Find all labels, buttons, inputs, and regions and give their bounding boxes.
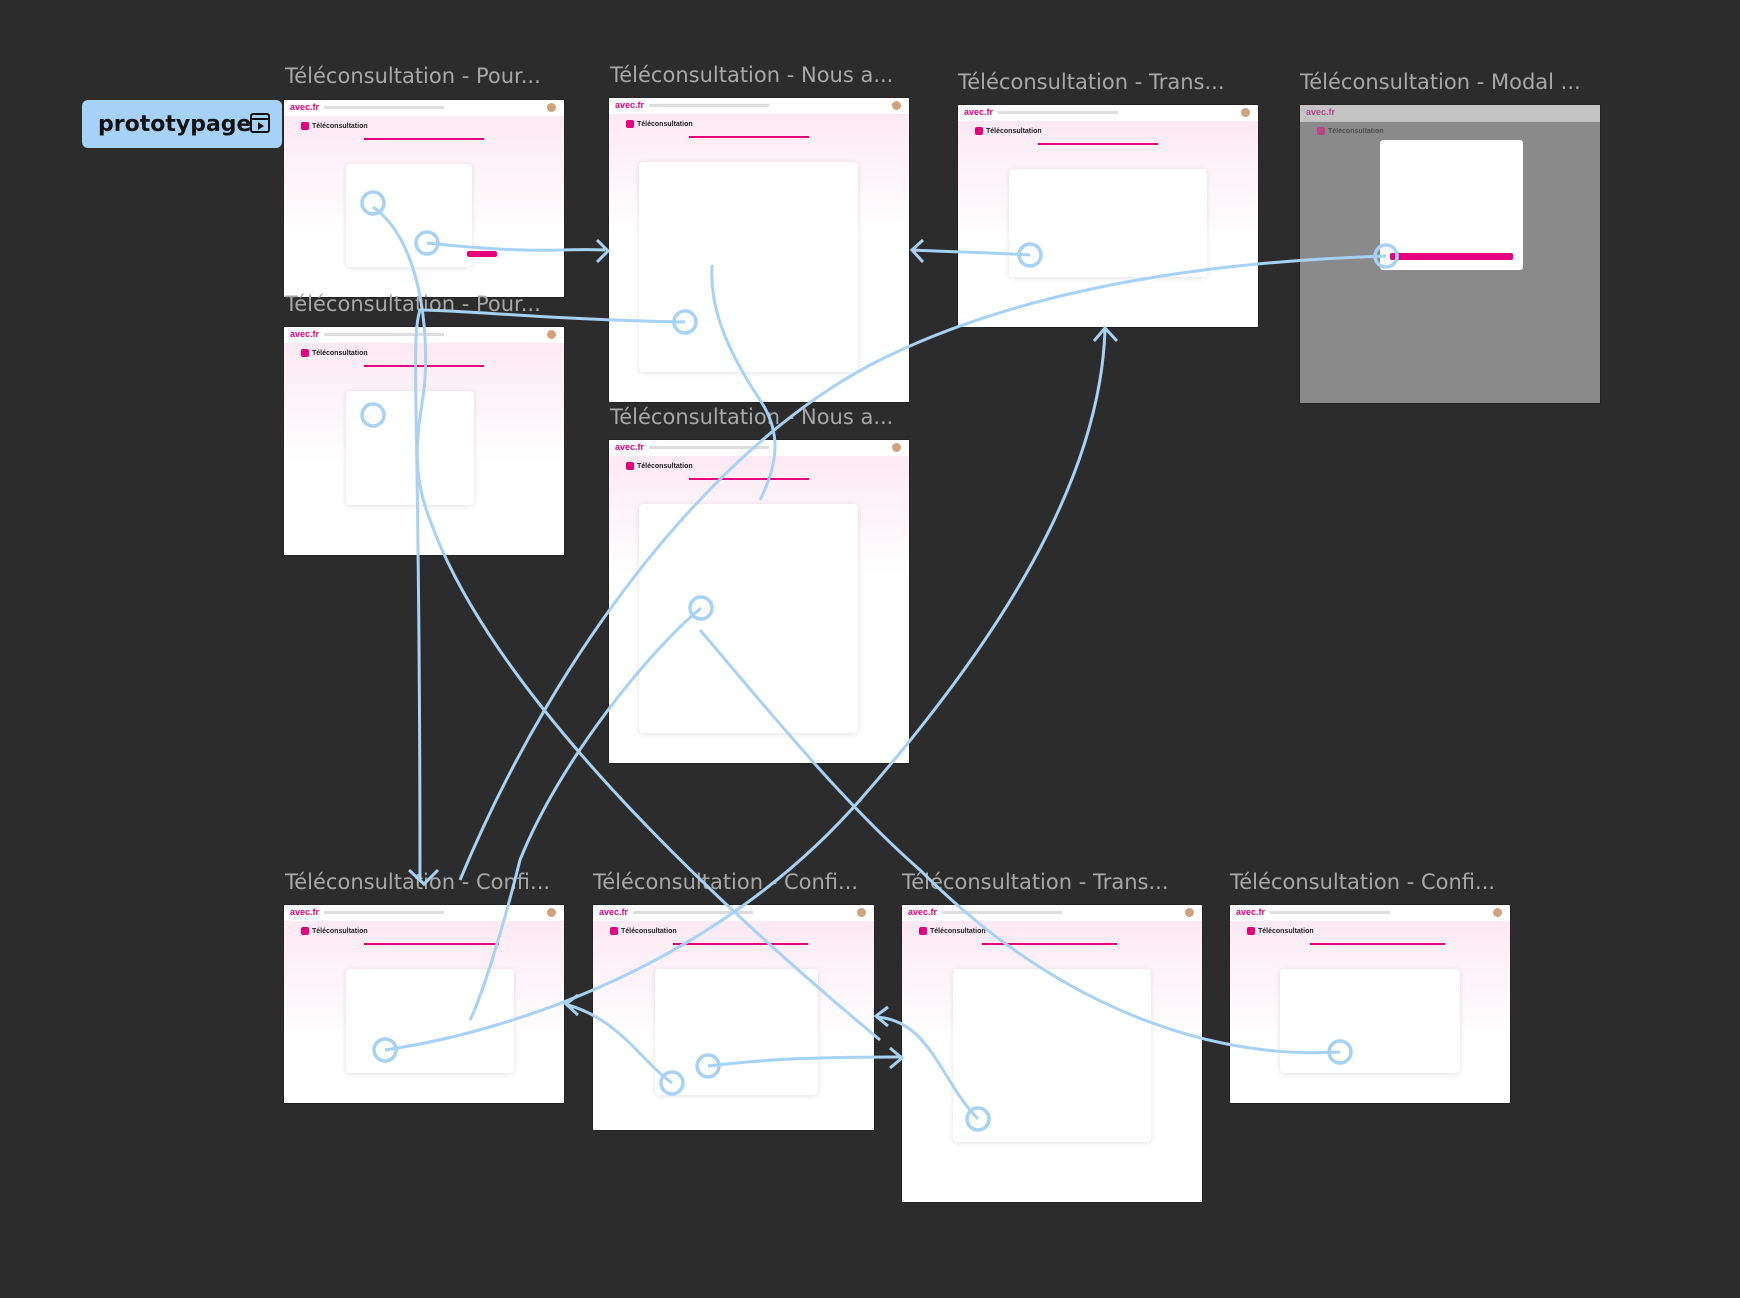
brand-logo: avec.fr (908, 907, 938, 917)
brand-logo: avec.fr (290, 907, 320, 917)
link-hotspot[interactable] (688, 595, 714, 621)
frame-couverture[interactable]: avec.fr Téléconsultation (902, 905, 1202, 1202)
screen-label: Téléconsultation (312, 123, 368, 130)
avatar (892, 443, 901, 452)
link-hotspot[interactable] (659, 1070, 685, 1096)
video-icon (1317, 127, 1325, 135)
screen-label: Téléconsultation (312, 928, 368, 935)
connection-arrow (567, 1003, 673, 1085)
brand-logo: avec.fr (1306, 107, 1336, 117)
video-icon (626, 462, 634, 470)
brand-logo: avec.fr (615, 100, 645, 110)
frame-title: Téléconsultation - Trans... (902, 870, 1169, 894)
avatar (857, 908, 866, 917)
arrow-head (909, 238, 925, 264)
link-hotspot[interactable] (360, 402, 386, 428)
brand-logo: avec.fr (1236, 907, 1266, 917)
screen-label: Téléconsultation (1328, 128, 1384, 135)
video-icon (919, 927, 927, 935)
video-icon (626, 120, 634, 128)
frame-confirmation[interactable]: avec.fr Téléconsultation (1230, 905, 1510, 1103)
connection-arrow (912, 248, 1031, 257)
avatar (547, 103, 556, 112)
connection-arrow (426, 241, 606, 252)
link-hotspot[interactable] (695, 1053, 721, 1079)
screen-label: Téléconsultation (637, 121, 693, 128)
flow-label: prototypage (98, 111, 252, 137)
link-hotspot[interactable] (1017, 242, 1043, 268)
arrow-head (563, 993, 580, 1017)
frame-title: Téléconsultation - Pour... (285, 292, 541, 316)
avatar (1185, 908, 1194, 917)
avatar (1493, 908, 1502, 917)
arrow-head (889, 1046, 905, 1070)
video-icon (301, 349, 309, 357)
video-icon (1247, 927, 1255, 935)
connection-arrow (710, 264, 777, 501)
brand-logo: avec.fr (290, 102, 320, 112)
frame-title: Téléconsultation - Pour... (285, 64, 541, 88)
link-hotspot[interactable] (965, 1106, 991, 1132)
video-icon (301, 122, 309, 130)
modal-confirm-button[interactable] (1390, 253, 1513, 260)
frame-confirmation-pending[interactable]: avec.fr Téléconsultation (284, 905, 564, 1103)
urgence-modal (1380, 140, 1523, 270)
arrow-head (407, 868, 440, 887)
connection-arrow (372, 205, 881, 1042)
frame-title: Téléconsultation - Nous a... (610, 63, 894, 87)
frame-title: Téléconsultation - Confi... (593, 870, 859, 894)
frame-title: Téléconsultation - Confi... (1230, 870, 1496, 894)
connection-arrow (414, 308, 686, 881)
avatar (1241, 108, 1250, 117)
brand-logo: avec.fr (290, 329, 320, 339)
frame-title: Téléconsultation - Modal ... (1300, 70, 1581, 94)
connection-arrow (468, 606, 702, 1021)
arrow-head (873, 1005, 889, 1028)
brand-logo: avec.fr (615, 442, 645, 452)
frame-pour-qui[interactable]: avec.fr Téléconsultation (284, 100, 564, 297)
arrow-head (595, 238, 611, 264)
screen-label: Téléconsultation (312, 350, 368, 357)
connection-arrow (384, 329, 1107, 1052)
frame-informations-2[interactable]: avec.fr Téléconsultation (609, 440, 909, 763)
connection-arrow (698, 629, 1341, 1055)
screen-label: Téléconsultation (986, 128, 1042, 135)
avatar (547, 330, 556, 339)
link-hotspot[interactable] (1373, 243, 1399, 269)
screen-label: Téléconsultation (621, 928, 677, 935)
link-hotspot[interactable] (360, 190, 386, 216)
brand-logo: avec.fr (964, 107, 994, 117)
link-hotspot[interactable] (672, 309, 698, 335)
frame-informations[interactable]: avec.fr Téléconsultation (609, 98, 909, 402)
brand-logo: avec.fr (599, 907, 629, 917)
frame-transmettre[interactable]: avec.fr Téléconsultation (958, 105, 1258, 327)
video-icon (610, 927, 618, 935)
play-frame-icon[interactable] (250, 113, 270, 133)
frame-title: Téléconsultation - Confi... (285, 870, 551, 894)
arrow-head (1092, 325, 1119, 343)
frame-pour-qui-2[interactable]: avec.fr Téléconsultation (284, 327, 564, 555)
link-hotspot[interactable] (372, 1037, 398, 1063)
link-hotspot[interactable] (414, 230, 440, 256)
avatar (547, 908, 556, 917)
prototype-flow-chip[interactable]: prototypage (82, 100, 282, 148)
frame-modal[interactable]: avec.fr Téléconsultation (1300, 105, 1600, 403)
screen-label: Téléconsultation (930, 928, 986, 935)
frame-title: Téléconsultation - Trans... (958, 70, 1225, 94)
video-icon (301, 927, 309, 935)
connection-arrow (707, 1055, 903, 1068)
avatar (892, 101, 901, 110)
video-icon (975, 127, 983, 135)
frame-paiement[interactable]: avec.fr Téléconsultation (593, 905, 874, 1130)
connection-arrow (875, 1015, 980, 1121)
screen-label: Téléconsultation (637, 463, 693, 470)
frame-title: Téléconsultation - Nous a... (610, 405, 894, 429)
screen-label: Téléconsultation (1258, 928, 1314, 935)
link-hotspot[interactable] (1327, 1039, 1353, 1065)
connection-arrow (458, 254, 1387, 881)
